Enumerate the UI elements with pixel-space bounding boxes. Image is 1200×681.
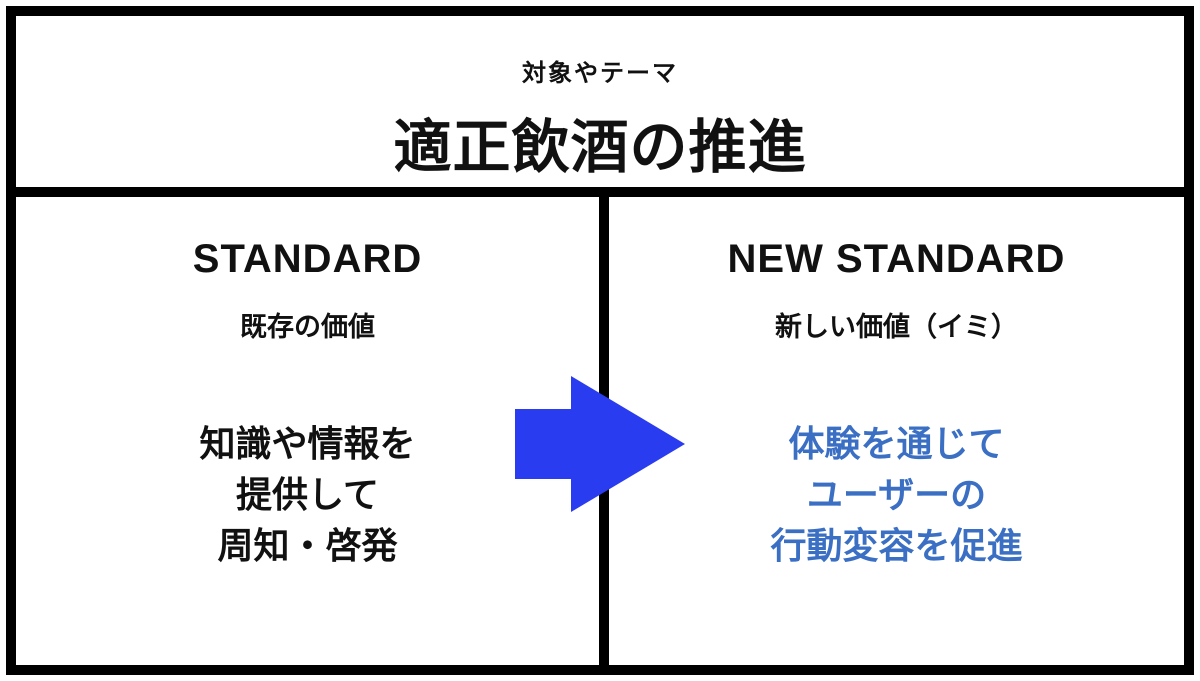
new-standard-heading: NEW STANDARD [727, 237, 1066, 281]
new-standard-body-line: 行動変容を促進 [770, 526, 1023, 567]
standard-subheading: 既存の価値 [240, 312, 375, 343]
arrow-shape [515, 376, 685, 512]
standard-heading: STANDARD [192, 237, 423, 281]
new-standard-body-line: 体験を通じて [788, 424, 1005, 465]
new-standard-panel: NEW STANDARD 新しい価値（イミ） 体験を通じて ユーザーの 行動変容… [609, 197, 1184, 665]
theme-caption: 対象やテーマ [522, 59, 678, 87]
standard-body-line: 知識や情報を [199, 424, 416, 465]
standard-body-line: 提供して [236, 475, 379, 516]
standard-body: 知識や情報を 提供して 周知・啓発 [16, 419, 599, 572]
theme-panel: 対象やテーマ 適正飲酒の推進 [16, 16, 1184, 197]
diagram-frame: 対象やテーマ 適正飲酒の推進 STANDARD 既存の価値 知識や情報を 提供し… [6, 6, 1194, 675]
new-standard-body-line: ユーザーの [806, 475, 987, 516]
new-standard-subheading: 新しい価値（イミ） [775, 312, 1018, 343]
new-standard-body: 体験を通じて ユーザーの 行動変容を促進 [609, 419, 1184, 572]
standard-body-line: 周知・啓発 [217, 526, 398, 567]
standard-panel: STANDARD 既存の価値 知識や情報を 提供して 周知・啓発 [16, 197, 599, 665]
arrow-right-icon [515, 376, 685, 512]
theme-title: 適正飲酒の推進 [393, 113, 807, 181]
